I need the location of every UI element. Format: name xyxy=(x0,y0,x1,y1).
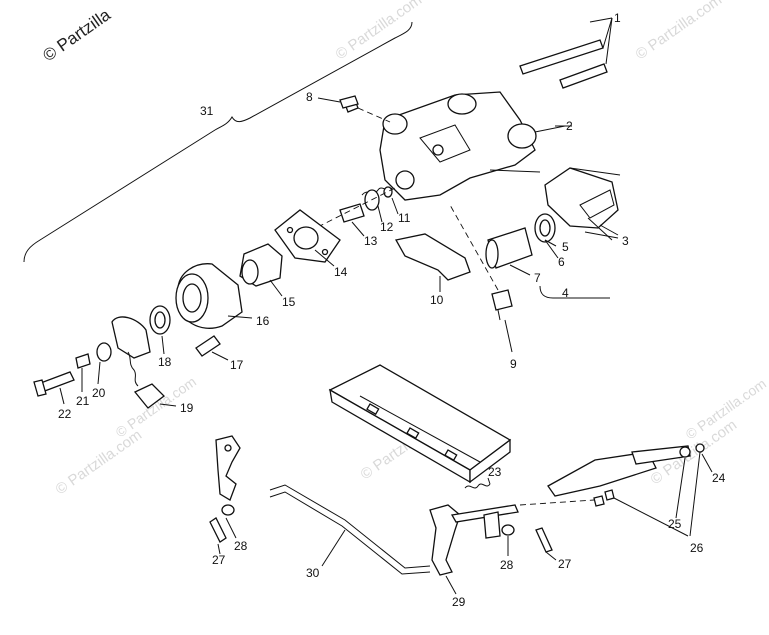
watermark-main: © Partzilla xyxy=(39,5,114,65)
watermark-faint-1: © Partzilla.com xyxy=(333,0,426,63)
callout-8: 8 xyxy=(306,90,313,104)
part-23-spring xyxy=(464,483,491,489)
part-3-bracket xyxy=(544,167,621,239)
callout-6: 6 xyxy=(558,255,565,269)
part-9-switch xyxy=(449,204,513,321)
callout-31: 31 xyxy=(200,104,214,118)
callout-20: 20 xyxy=(92,386,106,400)
callout-16: 16 xyxy=(256,314,270,328)
part-16-drum xyxy=(175,263,243,329)
part-15-bearing xyxy=(239,243,283,287)
watermark-faint-2: © Partzilla.com xyxy=(633,0,726,63)
part-1-pins xyxy=(519,17,613,89)
callout-12: 12 xyxy=(380,220,394,234)
callout-28-right: 28 xyxy=(500,558,514,572)
callout-3: 3 xyxy=(622,234,629,248)
callout-18: 18 xyxy=(158,355,172,369)
running-board xyxy=(328,364,512,484)
part-30-rod xyxy=(269,484,431,575)
callout-1: 1 xyxy=(614,11,621,25)
callout-27-left: 27 xyxy=(212,553,226,567)
callout-17: 17 xyxy=(230,358,244,372)
watermark-faint-3: © Partzilla.com xyxy=(53,426,146,498)
callout-14: 14 xyxy=(334,265,348,279)
callout-23: 23 xyxy=(488,465,502,479)
part-11-13-spring xyxy=(299,186,396,237)
callout-2: 2 xyxy=(566,119,573,133)
part-20-22-fasteners xyxy=(33,342,112,397)
callout-19: 19 xyxy=(180,401,194,415)
callout-7: 7 xyxy=(534,271,541,285)
part-pedal-lever xyxy=(519,443,705,507)
callout-9: 9 xyxy=(510,357,517,371)
callout-labels: 1 2 3 4 5 6 7 8 9 10 11 12 13 14 15 16 1… xyxy=(58,11,726,609)
part-8-bolt xyxy=(339,95,359,109)
callout-28-left: 28 xyxy=(234,539,248,553)
part-19-plate xyxy=(111,316,165,409)
part-5-7-roller xyxy=(485,213,610,299)
bracket-31 xyxy=(23,21,413,263)
part-29-lever xyxy=(429,504,519,576)
callout-10: 10 xyxy=(430,293,444,307)
callout-30: 30 xyxy=(306,566,320,580)
part-27-pin-left xyxy=(209,517,227,543)
callout-21: 21 xyxy=(76,394,90,408)
callout-22: 22 xyxy=(58,407,72,421)
callout-27-right: 27 xyxy=(558,557,572,571)
part-17-bolt xyxy=(195,335,221,357)
part-28-bracket xyxy=(215,435,515,536)
callout-25: 25 xyxy=(668,517,682,531)
part-14-gasket xyxy=(274,209,341,263)
callout-13: 13 xyxy=(364,234,378,248)
callout-24: 24 xyxy=(712,471,726,485)
callout-29: 29 xyxy=(452,595,466,609)
callout-4: 4 xyxy=(562,286,569,300)
callout-15: 15 xyxy=(282,295,296,309)
callout-11: 11 xyxy=(398,211,411,225)
part-18-washer xyxy=(149,305,171,335)
part-27-pin-right xyxy=(535,527,553,553)
part-2-housing xyxy=(344,91,566,201)
callout-5: 5 xyxy=(562,240,569,254)
leader-lines xyxy=(59,97,713,595)
callout-26: 26 xyxy=(690,541,704,555)
part-10-plate xyxy=(394,233,471,281)
